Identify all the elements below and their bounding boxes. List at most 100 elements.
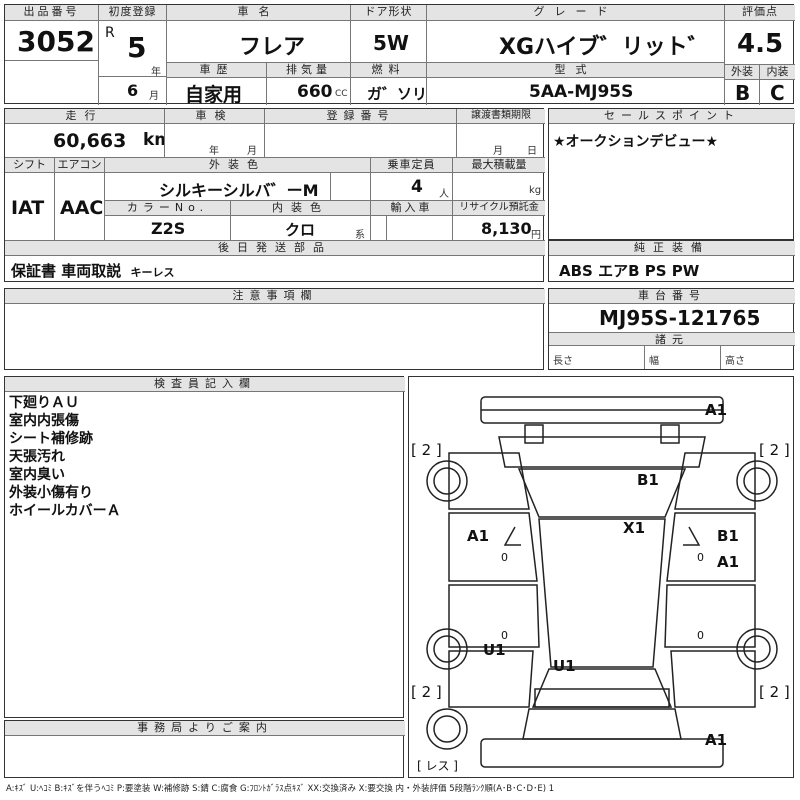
inspection-year-unit: 年 (209, 146, 219, 157)
lot-blank (5, 61, 99, 105)
office-block: 事務局よりご案内 (4, 720, 405, 778)
int-color-unit: 系 (355, 230, 365, 241)
transfer-day-unit: 日 (527, 146, 537, 157)
ext-color: シルキーシルバ゛ーM (159, 181, 319, 200)
length-label: 長さ (553, 356, 573, 367)
mark-zero-left: 0 (501, 551, 508, 564)
sales-point: ★オークションデビュー★ (553, 134, 719, 150)
history: 自家用 (185, 84, 243, 105)
mark-zero-right: 0 (697, 551, 704, 564)
capacity: 4 (411, 177, 423, 197)
reg-number-cell (265, 124, 457, 158)
shift: IAT (11, 197, 45, 219)
transfer-month-unit: 月 (493, 146, 503, 157)
ext-color-blank (331, 173, 371, 201)
mark-zero-right-rear: 0 (697, 629, 704, 642)
recycle-cell: 8,130 円 (453, 216, 545, 241)
car-name-label: 車名 (167, 5, 351, 21)
year-unit: 年 (151, 67, 161, 77)
height-cell: 高さ (721, 346, 795, 369)
mark-front-left-wheel: [ 2 ] (411, 441, 442, 459)
registration-month: 6 (127, 81, 139, 100)
model-cell: 5AA-MJ95S (427, 78, 725, 105)
chassis-number: MJ95S-121765 (599, 306, 761, 330)
displacement: 660 (297, 82, 333, 102)
int-color-label: 内装色 (231, 201, 371, 216)
mileage-unit: km (143, 130, 164, 150)
mark-rear-left-wheel: [ 2 ] (411, 683, 442, 701)
displacement-label: 排気量 (267, 63, 351, 78)
car-outline (426, 396, 778, 768)
recycle-unit: 円 (531, 230, 541, 241)
later-parts-label: 後日発送部品 (5, 241, 545, 256)
mark-windshield: B1 (637, 471, 659, 489)
shift-label: シフト (5, 158, 55, 173)
inspector-line: 外装小傷有り (9, 485, 93, 501)
interior-grade: C (770, 81, 785, 105)
fuel: ガ゛ソリン (367, 85, 427, 103)
fuel-cell: ガ゛ソリン (351, 78, 427, 105)
dimensions-label: 諸元 (549, 332, 795, 346)
mileage: 60,663 (53, 130, 127, 152)
length-cell: 長さ (549, 346, 645, 369)
later-parts-main: 保証書 車両取説 (11, 262, 122, 280)
score-label: 評価点 (725, 5, 795, 21)
max-load-unit: kg (529, 185, 542, 196)
door-cell: 5W (351, 21, 427, 63)
car-name-cell: フレア (167, 21, 351, 63)
mark-rear-right-wheel: [ 2 ] (759, 683, 790, 701)
era: R (105, 25, 115, 41)
equipment-block: 純正装備 ABS エアB PS PW (548, 240, 795, 282)
history-label: 車歴 (167, 63, 267, 78)
interior-cell: C (760, 80, 795, 105)
ext-color-cell: シルキーシルバ゛ーM (105, 173, 331, 201)
inspector-line: 室内臭い (9, 467, 65, 483)
grade-cell: XGハイブ゛リット゛ (427, 21, 725, 63)
import-cell-a (371, 216, 387, 241)
later-parts-keyless: キーレス (130, 266, 175, 279)
notes-label: 注意事項欄 (5, 289, 545, 304)
inspection-month-unit: 月 (247, 146, 257, 157)
displacement-unit: CC (335, 89, 348, 99)
model-label: 型式 (427, 63, 725, 78)
mark-rear-gate: U1 (553, 657, 576, 675)
door-type: 5W (373, 31, 409, 55)
grade-label: グレード (427, 5, 725, 21)
door-label: ドア形状 (351, 5, 427, 21)
inspection-label: 車検 (165, 109, 265, 124)
max-load-cell: kg (453, 173, 545, 201)
recycle-label: リサイクル預託金 (453, 201, 545, 216)
equipment-label: 純正装備 (549, 241, 795, 256)
office-label: 事務局よりご案内 (5, 721, 405, 736)
grade: XGハイブ゛リット゛ (499, 35, 710, 60)
mark-front-bumper: A1 (705, 401, 728, 419)
inspector-block: 検査員記入欄 下廻りＡＵ 室内内張傷 シート補修跡 天張汚れ 室内臭い 外装小傷… (4, 376, 405, 718)
mileage-cell: 60,663 km (5, 124, 165, 158)
mark-roof: X1 (623, 519, 646, 537)
aircon: AAC (60, 197, 104, 219)
exterior-cell: B (725, 80, 760, 105)
import-cell-b (387, 216, 453, 241)
aircon-label: エアコン (55, 158, 105, 173)
transfer-label: 譲渡書類期限 (457, 109, 545, 124)
int-color-cell: クロ 系 (231, 216, 371, 241)
capacity-label: 乗車定員 (371, 158, 453, 173)
model: 5AA-MJ95S (529, 82, 634, 102)
lot-cell: 3052 (5, 21, 99, 61)
max-load-label: 最大積載量 (453, 158, 545, 173)
car-diagram: A1 [ 2 ] [ 2 ] B1 X1 A1 B1 A1 0 0 0 0 U1… (408, 376, 794, 778)
mark-front-right-wheel: [ 2 ] (759, 441, 790, 459)
registration-label: 初度登録 (99, 5, 167, 21)
height-label: 高さ (725, 356, 745, 367)
sales-point-block: セールスポイント ★オークションデビュー★ (548, 108, 795, 240)
recycle: 8,130 (481, 219, 532, 238)
header-block: 出品番号 3052 初度登録 R 5 年 6 月 車名 フレア ドア形状 5W … (4, 4, 795, 105)
legend: A:ｷｽﾞ U:ﾍｺﾐ B:ｷｽﾞを伴うﾍｺﾐ P:要塗装 W:補修跡 S:錆 … (6, 784, 555, 794)
capacity-unit: 人 (439, 189, 449, 200)
mileage-label: 走行 (5, 109, 165, 124)
int-color: クロ (285, 221, 316, 239)
mark-zero-left-rear: 0 (501, 629, 508, 642)
inspector-line: 下廻りＡＵ (9, 395, 79, 411)
details-block: 走行 車検 登録番号 譲渡書類期限 60,663 km 年 月 月 日 シフト … (4, 108, 545, 282)
interior-label: 内装 (760, 65, 795, 80)
